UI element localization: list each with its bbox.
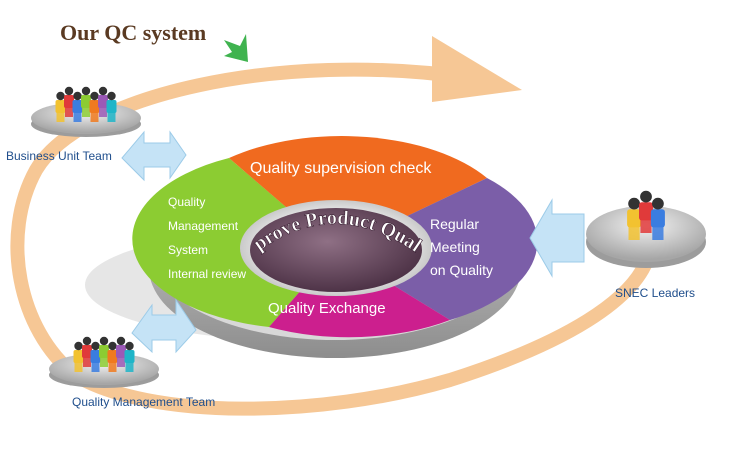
segment-left-line: Management bbox=[168, 219, 239, 233]
arrow-snec-leaders bbox=[529, 198, 585, 278]
person-figure bbox=[73, 341, 84, 372]
page-title: Our QC system bbox=[60, 20, 207, 45]
person-figure bbox=[90, 341, 101, 372]
double-arrow-quality-management bbox=[131, 298, 197, 354]
person-figure bbox=[89, 91, 100, 122]
person-figure bbox=[650, 197, 665, 240]
segment-left-line: Quality bbox=[168, 195, 206, 209]
person-figure bbox=[55, 91, 66, 122]
segment-right-line: Regular bbox=[430, 216, 480, 232]
snec-leaders-label: SNEC Leaders bbox=[615, 286, 696, 300]
person-figure bbox=[81, 86, 91, 117]
person-figure bbox=[106, 91, 117, 122]
segment-left-line: Internal review bbox=[168, 267, 247, 281]
person-figure bbox=[99, 336, 109, 367]
title-pointer-arrow bbox=[224, 34, 248, 62]
person-figure bbox=[124, 341, 135, 372]
quality-management-team-label: Quality Management Team bbox=[72, 395, 216, 409]
person-figure bbox=[82, 336, 92, 367]
segment-right-line: Meeting bbox=[430, 239, 480, 255]
people-icon bbox=[55, 86, 117, 122]
people-icon bbox=[73, 336, 135, 372]
platform-snec-leaders bbox=[586, 206, 706, 268]
segment-left-line: System bbox=[168, 243, 209, 257]
person-figure bbox=[107, 341, 118, 372]
person-figure bbox=[64, 86, 74, 117]
segment-right bbox=[336, 178, 538, 320]
segment-bottom-label: Quality Exchange bbox=[268, 300, 386, 317]
person-figure bbox=[116, 336, 126, 367]
people-icon bbox=[627, 190, 665, 240]
double-arrow-business-unit bbox=[121, 130, 187, 182]
segment-left-label: Quality Management System Internal revie… bbox=[168, 190, 246, 286]
person-figure bbox=[98, 86, 108, 117]
person-figure bbox=[72, 91, 83, 122]
person-figure bbox=[639, 190, 653, 233]
business-unit-team-label: Business Unit Team bbox=[6, 149, 112, 163]
segment-top bbox=[229, 136, 487, 250]
person-figure bbox=[627, 197, 642, 240]
segment-right-label: Regular Meeting on Quality bbox=[430, 213, 493, 282]
segment-top-label: Quality supervision check bbox=[250, 160, 432, 177]
segment-right-line: on Quality bbox=[430, 262, 494, 278]
center-disc bbox=[250, 208, 422, 292]
